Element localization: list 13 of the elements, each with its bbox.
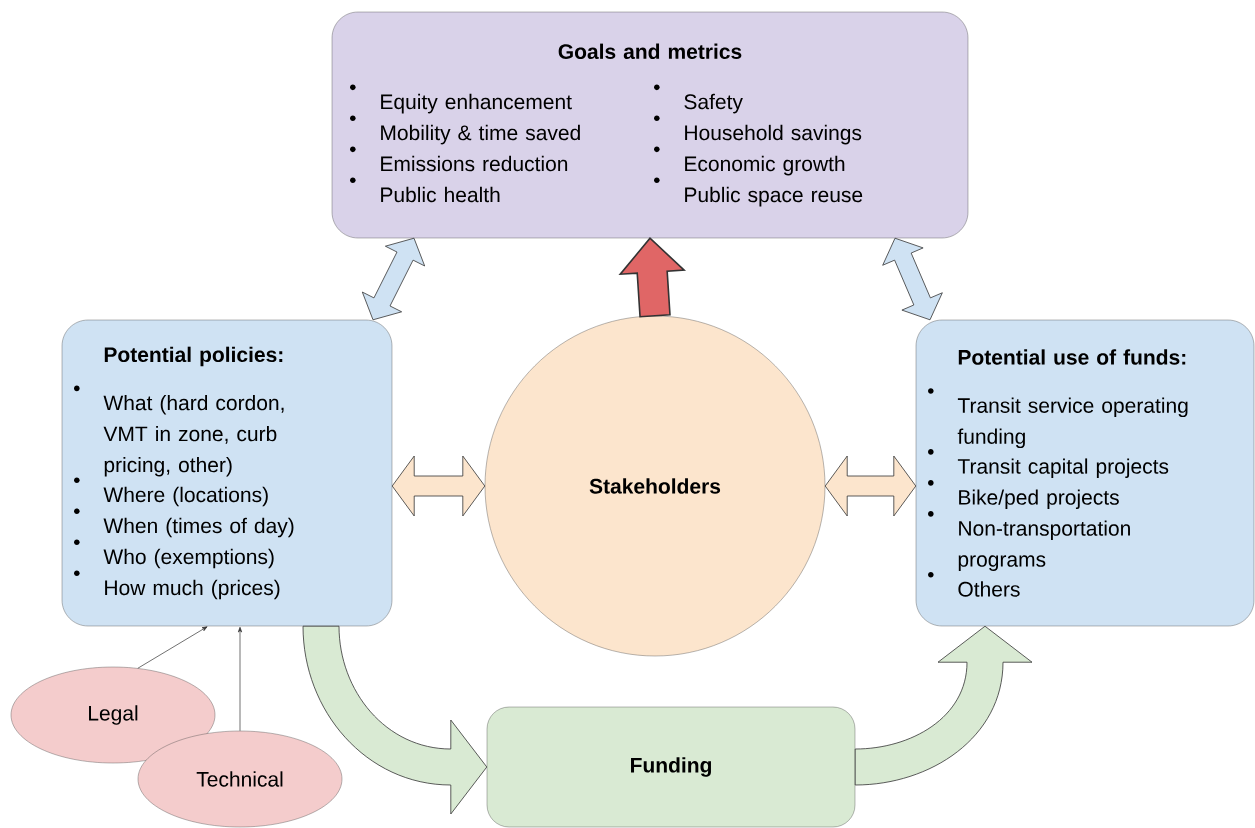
- arrow: [137, 626, 208, 669]
- block-arrow: [302, 625, 488, 815]
- list-box: Potential use of funds: Transit service operating funding Transit capital projects Bike/ped projects Non-transportation programs Others: [915, 319, 1255, 627]
- goals-box: Goals and metrics Equity enhancement Mobility & time saved Emissions reduction Public health Safety Household savings Economic growth Public space reuse: [331, 11, 969, 239]
- block-arrow: [824, 455, 917, 517]
- block-arrow: [882, 237, 943, 321]
- block-arrow: [391, 455, 486, 517]
- list-box: Potential policies: What (hard cordon, VMT in zone, curb pricing, other) Where (locations) When (times of day) Who (exemptions) How much (prices): [61, 319, 393, 627]
- funding-box: Funding: [486, 706, 856, 828]
- block-arrow: [618, 237, 687, 318]
- block-arrow: [854, 625, 1033, 786]
- arrow: [237, 626, 243, 732]
- block-arrow: [361, 237, 426, 321]
